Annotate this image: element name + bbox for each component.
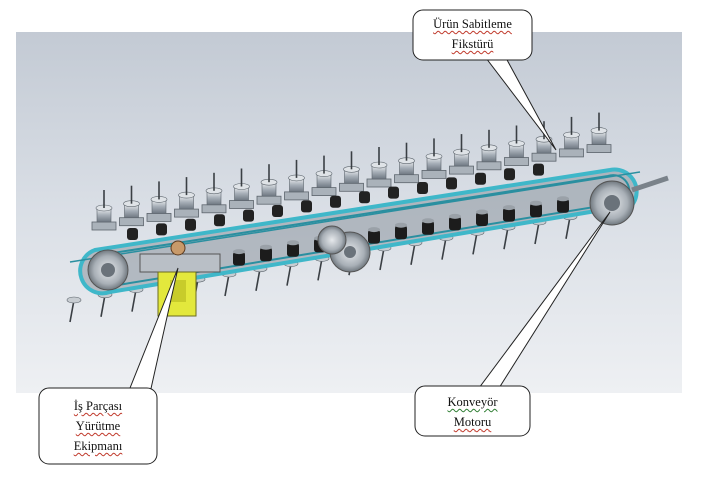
upper-fixture (339, 151, 364, 192)
fixture-callout: Ürün Sabitleme Fikstürü (413, 14, 532, 54)
workpiece-callout: İş Parçası Yürütme Ekipmanı (39, 396, 157, 456)
roller (504, 168, 515, 181)
workpiece-callout-line1: İş Parçası (73, 399, 123, 413)
left-end-wheel (87, 249, 129, 291)
center-sprocket (317, 225, 371, 273)
roller (185, 218, 196, 231)
roller (214, 214, 225, 227)
roller (287, 240, 299, 257)
upper-fixture (559, 116, 584, 158)
roller (475, 172, 486, 185)
roller (476, 209, 488, 226)
upper-fixture (256, 164, 282, 205)
motor-callout-box (414, 385, 531, 437)
fixture-callout-line1: Ürün Sabitleme (433, 17, 512, 31)
callout-bubbles (38, 9, 533, 465)
upper-fixture (284, 159, 309, 201)
upper-fixture (394, 142, 419, 184)
roller (127, 228, 138, 240)
workpiece-callout-box (38, 387, 158, 465)
upper-fixture (366, 147, 392, 188)
upper-fixture (586, 112, 612, 154)
upper-fixture (476, 129, 502, 171)
workpiece-drive-equipment (139, 240, 221, 317)
callout-pointers (127, 57, 611, 397)
roller (359, 191, 370, 204)
motor-callout-line1: Konveyör (447, 395, 498, 409)
roller (446, 177, 457, 190)
workpiece-callout-line3: Ekipmanı (73, 439, 123, 453)
right-end-wheel (589, 175, 669, 226)
roller (422, 218, 434, 235)
roller (272, 205, 283, 217)
upper-fixture (174, 177, 199, 218)
roller (301, 200, 312, 213)
upper-fixture (311, 155, 337, 197)
roller (530, 200, 542, 218)
upper-fixture (201, 172, 227, 214)
upper-fixture-row (91, 112, 612, 231)
roller (260, 244, 272, 262)
roller (449, 213, 461, 231)
motor-callout: Konveyör Motoru (415, 392, 530, 432)
roller (156, 223, 167, 236)
roller (330, 195, 341, 208)
upper-fixture (91, 190, 117, 231)
upper-fixture (421, 138, 447, 179)
roller (533, 163, 544, 176)
roller (233, 249, 245, 266)
fixture-callout-line2: Fikstürü (451, 37, 494, 51)
roller (395, 222, 407, 240)
roller (557, 196, 569, 213)
roller (243, 209, 254, 222)
roller (503, 205, 515, 222)
workpiece-callout-line2: Yürütme (75, 419, 121, 433)
roller (417, 182, 428, 194)
roller (388, 186, 399, 199)
motor-callout-line2: Motoru (453, 415, 492, 429)
roller (368, 227, 380, 244)
lower-fixture (66, 296, 82, 323)
upper-fixture (119, 185, 144, 227)
fixture-callout-box (412, 9, 533, 61)
upper-fixture (504, 125, 529, 166)
upper-fixture (146, 181, 172, 222)
upper-fixture (449, 134, 474, 175)
upper-fixture (229, 168, 254, 209)
